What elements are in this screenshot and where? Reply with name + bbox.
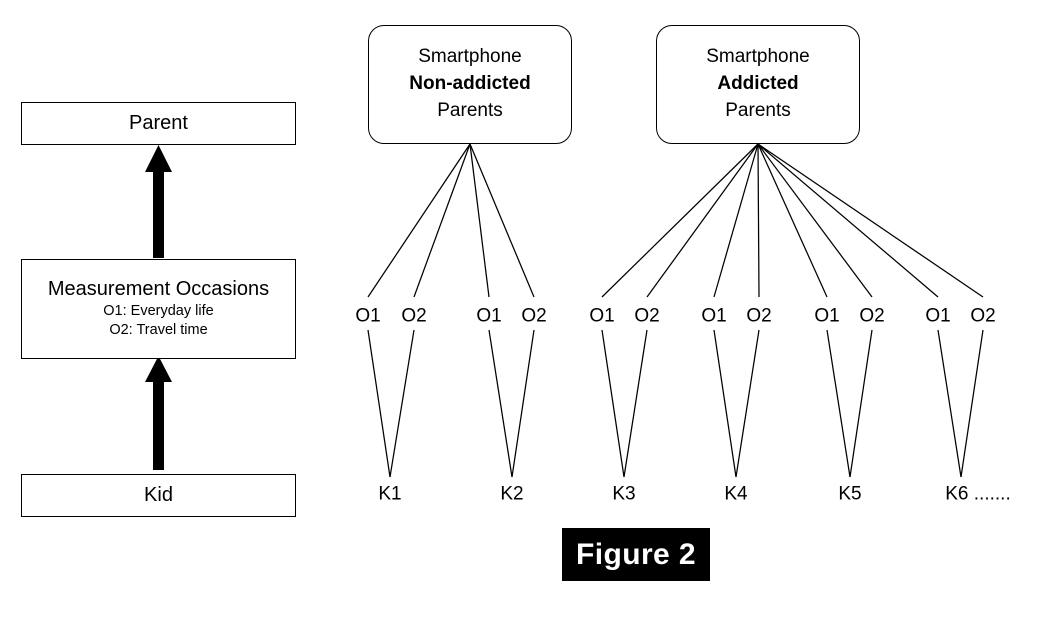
tree-fan-addicted xyxy=(601,143,984,298)
group-addicted-line-2: Addicted xyxy=(717,73,799,95)
tree-fan-non-addicted xyxy=(367,143,535,298)
box-measurement-occasions-sub-2: O2: Travel time xyxy=(109,321,208,338)
kid-label-k4: K4 xyxy=(724,483,748,505)
occasion-label-na-2: O2 xyxy=(401,305,427,327)
arrow-occasions-to-parent xyxy=(145,145,172,258)
occasion-label-ad-6: O2 xyxy=(859,305,885,327)
group-box-addicted-parents: Smartphone Addicted Parents xyxy=(656,25,860,144)
occasion-label-ad-5: O1 xyxy=(814,305,840,327)
group-box-non-addicted-parents: Smartphone Non-addicted Parents xyxy=(368,25,572,144)
occasion-label-ad-8: O2 xyxy=(970,305,996,327)
occasion-label-ad-7: O1 xyxy=(925,305,951,327)
box-measurement-occasions: Measurement Occasions O1: Everyday life … xyxy=(21,259,296,359)
box-measurement-occasions-title: Measurement Occasions xyxy=(47,278,270,301)
kid-label-k3: K3 xyxy=(612,483,636,505)
box-measurement-occasions-sub-1: O1: Everyday life xyxy=(103,302,214,319)
kid-label-k5: K5 xyxy=(838,483,862,505)
group-non-addicted-line-3: Parents xyxy=(437,99,503,121)
box-parent: Parent xyxy=(21,102,296,145)
occasion-label-ad-1: O1 xyxy=(589,305,615,327)
tree-v-addicted xyxy=(601,329,984,478)
box-parent-title: Parent xyxy=(129,111,188,134)
group-addicted-line-1: Smartphone xyxy=(706,46,810,68)
arrow-kid-to-occasions xyxy=(145,356,172,470)
box-kid-title: Kid xyxy=(144,483,173,506)
kid-label-k2: K2 xyxy=(500,483,524,505)
group-addicted-line-3: Parents xyxy=(725,99,791,121)
occasion-label-ad-4: O2 xyxy=(746,305,772,327)
box-kid: Kid xyxy=(21,474,296,517)
occasion-label-na-4: O2 xyxy=(521,305,547,327)
group-non-addicted-line-2: Non-addicted xyxy=(409,73,531,95)
group-non-addicted-line-1: Smartphone xyxy=(418,46,522,68)
occasion-label-ad-2: O2 xyxy=(634,305,660,327)
figure-caption-text: Figure 2 xyxy=(576,537,696,571)
tree-v-non-addicted xyxy=(367,329,535,478)
kid-label-k6: K6 ....... xyxy=(945,483,1011,505)
kid-label-k1: K1 xyxy=(378,483,402,505)
occasion-label-na-1: O1 xyxy=(355,305,381,327)
occasion-label-na-3: O1 xyxy=(476,305,502,327)
occasion-label-ad-3: O1 xyxy=(701,305,727,327)
figure-caption: Figure 2 xyxy=(562,528,710,581)
